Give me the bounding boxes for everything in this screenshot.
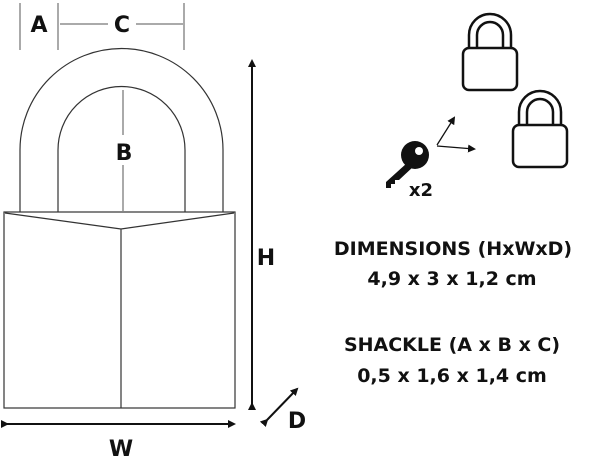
shackle-inner	[57, 85, 186, 212]
label-w: W	[109, 437, 133, 460]
dimensions-value: 4,9 x 3 x 1,2 cm	[367, 268, 536, 290]
label-d: D	[288, 409, 306, 434]
arrow-to-lock-1	[436, 116, 456, 146]
shackle-title: SHACKLE (A x B x C)	[344, 334, 560, 356]
shackle-reference-lines	[19, 3, 185, 50]
label-b: B	[116, 141, 133, 166]
label-a: A	[30, 13, 47, 38]
body-bevel	[4, 212, 235, 408]
dimensions-title: DIMENSIONS (HxWxD)	[334, 238, 572, 260]
shackle-value: 0,5 x 1,6 x 1,4 cm	[357, 365, 547, 387]
label-h: H	[257, 246, 275, 271]
shackle-outer	[19, 47, 224, 212]
label-c: C	[114, 13, 130, 38]
key-icon	[386, 141, 429, 188]
depth-arrow	[259, 387, 299, 428]
arrow-to-lock-2	[436, 144, 476, 153]
padlock-icon	[511, 89, 569, 169]
padlock-body	[3, 211, 236, 409]
key-count: x2	[409, 180, 433, 201]
padlock-icon	[461, 12, 519, 92]
